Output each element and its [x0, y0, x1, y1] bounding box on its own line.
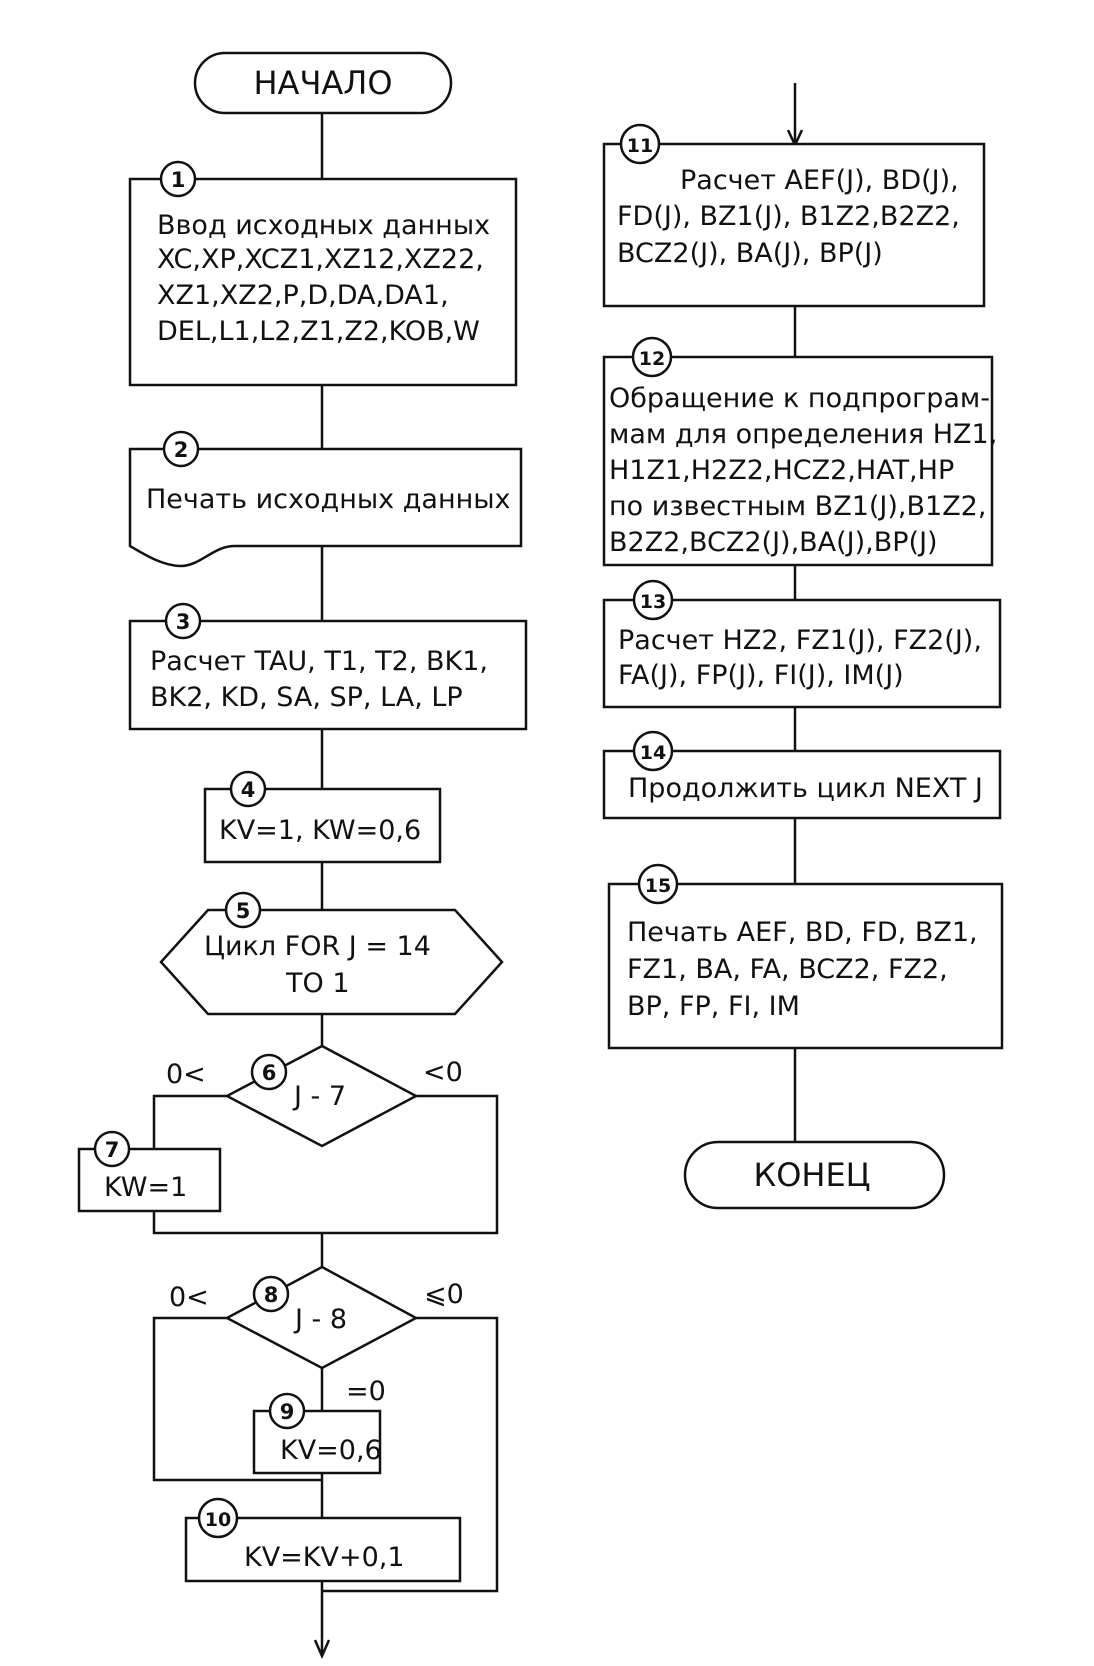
block-5-line-1: Цикл FOR J = 14	[204, 931, 431, 962]
block-12-line-4: по известным BZ1(J),B1Z2,	[609, 491, 986, 522]
block-2	[128, 447, 523, 568]
block-11-line-3: BCZ2(J), BA(J), BP(J)	[617, 238, 883, 269]
connectors-left	[152, 113, 499, 1660]
block-15-number: 15	[645, 875, 671, 897]
circle-10: 10	[197, 1497, 239, 1539]
block-13-line-1: Расчет HZ2, FZ1(J), FZ2(J),	[618, 625, 982, 656]
block-3	[128, 619, 528, 731]
block-5-number: 5	[236, 899, 251, 923]
block-10-line-1: KV=KV+0,1	[244, 1542, 405, 1573]
block-13	[602, 598, 1002, 709]
block-12-line-5: B2Z2,BCZ2(J),BA(J),BP(J)	[609, 527, 938, 558]
block-4-line-1: KV=1, KW=0,6	[219, 815, 421, 846]
block-8-left-label: 0<	[169, 1282, 209, 1313]
circle-8: 8	[252, 1275, 290, 1313]
block-9-line-1: KV=0,6	[280, 1435, 382, 1466]
circle-4: 4	[229, 770, 267, 808]
block-1	[128, 177, 518, 387]
circle-12: 12	[631, 336, 673, 378]
circle-13: 13	[632, 579, 674, 621]
block-6-line-1: J - 7	[292, 1081, 346, 1112]
block-12	[602, 355, 994, 567]
block-15-line-1: Печать AEF, BD, FD, BZ1,	[627, 917, 978, 948]
circle-14: 14	[632, 730, 674, 772]
start-label: НАЧАЛО	[253, 64, 392, 102]
block-3-line-2: BK2, KD, SA, SP, LA, LP	[150, 682, 463, 713]
block-15	[607, 882, 1004, 1050]
block-6-right-label: <0	[423, 1057, 463, 1088]
end-label: КОНЕЦ	[753, 1156, 870, 1194]
block-14-number: 14	[640, 742, 666, 764]
circle-15: 15	[637, 863, 679, 905]
block-11-line-2: FD(J), BZ1(J), B1Z2,B2Z2,	[617, 201, 960, 232]
block-12-line-1: Обращение к подпрограм-	[609, 383, 990, 414]
block-15-line-2: FZ1, BA, FA, BCZ2, FZ2,	[627, 954, 948, 985]
block-5	[159, 908, 504, 1016]
block-11-line-1: Расчет AEF(J), BD(J),	[680, 165, 959, 196]
block-1-line-3: XZ1,XZ2,P,D,DA,DA1,	[157, 280, 449, 311]
block-7-number: 7	[105, 1138, 120, 1162]
block-12-line-3: H1Z1,H2Z2,HCZ2,HAT,HP	[609, 455, 954, 486]
block-3-number: 3	[176, 610, 191, 634]
circle-1: 1	[159, 160, 197, 198]
block-14	[602, 749, 1002, 820]
block-8-line-1: J - 8	[293, 1304, 347, 1335]
block-13-number: 13	[640, 591, 666, 613]
block-12-number: 12	[639, 348, 665, 370]
block-12-line-2: мам для определения HZ1,	[609, 419, 997, 450]
circle-11: 11	[619, 123, 661, 165]
block-7-line-1: KW=1	[104, 1172, 187, 1203]
block-1-line-1: Ввод исходных данных	[157, 210, 490, 241]
block-1-line-2: XC,XP,XCZ1,XZ12,XZ22,	[157, 244, 484, 275]
block-3-line-1: Расчет TAU, T1, T2, BK1,	[150, 646, 488, 677]
circle-9: 9	[268, 1392, 306, 1430]
circle-6: 6	[250, 1053, 288, 1091]
end-terminal	[683, 1140, 946, 1210]
block-6-number: 6	[262, 1061, 277, 1085]
circle-3: 3	[164, 602, 202, 640]
block-4-number: 4	[241, 778, 256, 802]
block-2-number: 2	[174, 438, 189, 462]
circle-2: 2	[162, 430, 200, 468]
block-8-right-label: ⩽0	[424, 1279, 464, 1310]
block-1-line-4: DEL,L1,L2,Z1,Z2,KOB,W	[157, 316, 480, 347]
block-15-line-3: BP, FP, FI, IM	[627, 991, 800, 1022]
block-5-line-2: TO 1	[285, 968, 350, 999]
block-2-line-1: Печать исходных данных	[146, 484, 511, 515]
block-13-line-2: FA(J), FP(J), FI(J), IM(J)	[618, 660, 904, 691]
block-8-number: 8	[264, 1283, 279, 1307]
block-1-number: 1	[171, 168, 186, 192]
block-9-number: 9	[280, 1400, 295, 1424]
block-11-number: 11	[627, 135, 653, 157]
start-terminal	[193, 51, 453, 115]
circle-7: 7	[93, 1130, 131, 1168]
block-11	[602, 142, 986, 308]
circle-5: 5	[224, 891, 262, 929]
block-6-left-label: 0<	[166, 1059, 206, 1090]
block-8-down-label: =0	[346, 1376, 386, 1407]
block-14-line-1: Продолжить цикл NEXT J	[628, 773, 983, 804]
block-10-number: 10	[205, 1509, 231, 1531]
